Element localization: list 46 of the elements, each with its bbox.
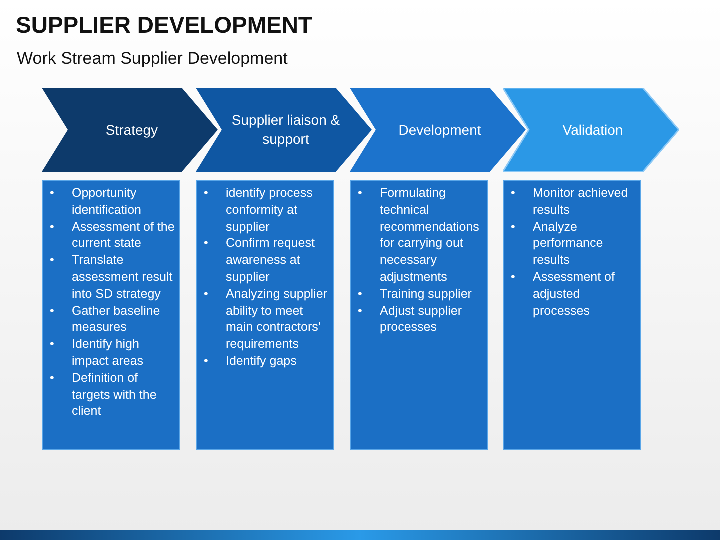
bullet-marker: •	[204, 235, 208, 252]
step-label: Development	[398, 120, 482, 140]
bullet-marker: •	[358, 286, 362, 303]
chevron-step	[196, 88, 372, 172]
bullet-list-panel	[350, 180, 488, 450]
bullet-point: Monitor achieved results	[533, 186, 628, 217]
subtitle: Work Stream Supplier Development	[17, 49, 288, 69]
bullet-point: Gather baseline measures	[72, 304, 160, 334]
step-label: Supplier liaison & support	[230, 111, 342, 149]
bullet-marker: •	[50, 302, 54, 320]
bullet-point: Assessment of adjusted processes	[533, 270, 615, 318]
title: SUPPLIER DEVELOPMENT	[16, 12, 312, 39]
bullet-marker: •	[204, 352, 208, 370]
bullet-list-panel	[42, 180, 180, 450]
bullet-list-panel	[503, 180, 641, 450]
bullet-point: Training supplier	[380, 286, 472, 301]
bullet-point: Definition of targets with the client	[72, 370, 157, 418]
bullet-point: Analyze performance results	[533, 220, 604, 268]
bullet-marker: •	[50, 252, 54, 269]
bullet-point: Formulating technical recommendations for carrying out necessary adjustments	[380, 186, 480, 284]
bullet-marker: •	[204, 185, 208, 202]
bullet-point: Opportunity identification	[72, 186, 142, 217]
bullet-point: Assessment of the current state	[72, 220, 175, 250]
bullet-marker: •	[511, 218, 516, 236]
bullet-marker: •	[50, 185, 54, 202]
bullet-marker: •	[358, 302, 362, 320]
bullet-point: Translate assessment result into SD strategy	[72, 253, 173, 301]
chevron-step	[503, 88, 679, 172]
bullet-list-panel	[196, 180, 334, 450]
step-label: Validation	[562, 121, 624, 140]
bullet-point: Confirm request awareness at supplier	[226, 236, 315, 284]
bullet-point: Adjust supplier processes	[380, 304, 462, 334]
bullet-point: Identify gaps	[226, 354, 297, 368]
bullet-marker: •	[50, 218, 54, 236]
bullet-marker: •	[358, 185, 362, 202]
bullet-marker: •	[50, 370, 54, 387]
bullet-marker: •	[204, 286, 208, 303]
bullet-marker: •	[511, 268, 516, 286]
step-label: Strategy	[104, 120, 160, 140]
bullet-point: Identify high impact areas	[72, 337, 144, 368]
bullet-marker: •	[511, 185, 516, 202]
bullet-point: identify process conformity at supplier	[226, 186, 313, 234]
bullet-marker: •	[50, 336, 54, 353]
chevron-step	[350, 88, 526, 172]
bullet-point: Analyzing supplier ability to meet main contractors' requirements	[226, 286, 328, 352]
chevron-step	[42, 88, 218, 172]
